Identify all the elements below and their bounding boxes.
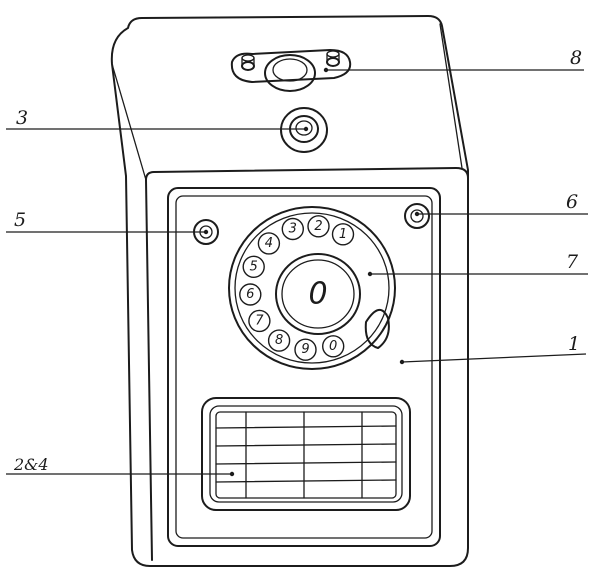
svg-text:7: 7 (566, 251, 579, 273)
dial-center-label: 0 (308, 277, 327, 312)
dial-hole-6 (239, 283, 262, 306)
finger-stop (364, 309, 390, 349)
dial-digit-1: 1 (339, 227, 347, 242)
dial-hole-3 (281, 217, 304, 241)
dial-digit-3: 3 (289, 222, 297, 237)
dial-hole-7 (248, 309, 271, 333)
svg-text:1: 1 (568, 333, 580, 355)
dial-digit-2: 2 (314, 219, 322, 234)
svg-text:5: 5 (14, 209, 26, 231)
callout-7: 7 (367, 251, 588, 277)
dial-digit-8: 8 (275, 333, 283, 348)
dial-hole-1 (331, 223, 355, 246)
svg-text:6: 6 (566, 191, 578, 213)
right-screw (404, 203, 430, 229)
callout-8: 8 (323, 47, 584, 73)
svg-text:3: 3 (16, 107, 28, 129)
dial-digit-7: 7 (255, 313, 264, 328)
instruction-window (201, 397, 411, 511)
dial-digit-0: 0 (329, 339, 337, 354)
dial-hole-8 (267, 329, 291, 352)
callout-3: 3 (6, 107, 309, 132)
dial-hole-5 (242, 255, 265, 278)
coin-button (280, 107, 328, 153)
housing-body (110, 15, 469, 567)
dial-digit-4: 4 (265, 236, 273, 251)
dial-digit-5: 5 (250, 259, 258, 274)
dial-digit-6: 6 (246, 287, 254, 302)
dial-digit-9: 9 (301, 342, 309, 357)
dial-finger-holes: 1 2 3 45 678 9 0 (239, 215, 355, 361)
svg-text:2&4: 2&4 (13, 455, 49, 474)
callout-6: 6 (414, 191, 588, 217)
front-plate (167, 187, 441, 547)
handset-hook-mount (230, 49, 352, 92)
dial-hole-2 (307, 215, 330, 238)
callout-5: 5 (6, 209, 209, 235)
dial-hole-9 (294, 338, 317, 361)
dial-hole-4 (257, 232, 281, 255)
callout-2-4: 2&4 (6, 455, 235, 477)
svg-text:8: 8 (570, 47, 582, 69)
callout-1: 1 (399, 333, 587, 365)
rotary-dial (228, 206, 396, 370)
dial-hole-0 (322, 335, 345, 358)
